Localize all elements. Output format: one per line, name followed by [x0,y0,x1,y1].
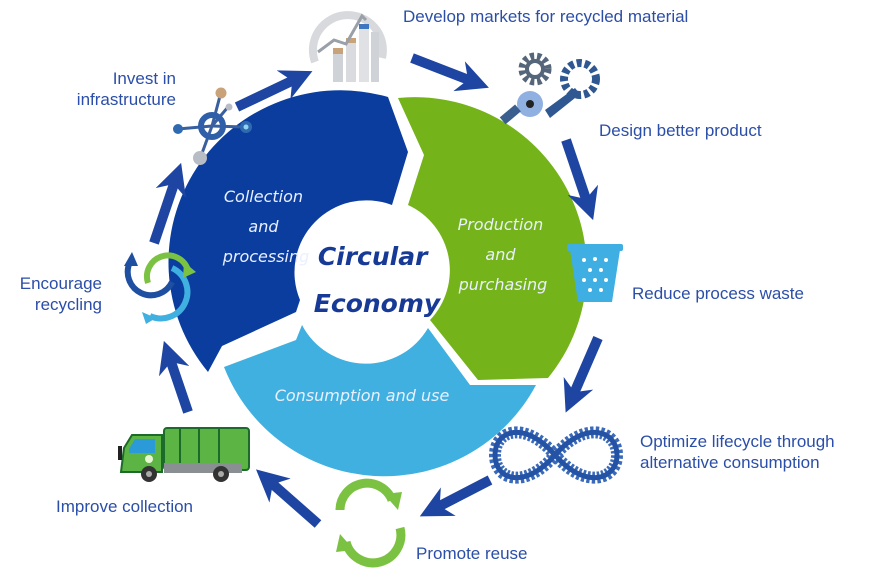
wastebasket-icon [567,244,623,302]
arrow-design-to-reduce [561,138,599,221]
step-label-improve-collection: Improve collection [56,497,194,516]
step-label-encourage-recycling: Encourage recycling [6,273,102,315]
step-label-invest-line-2: infrastructure [76,90,176,109]
recycle-arrows-icon [124,252,196,324]
center-title: Circular Economy [314,242,442,318]
step-label-encourage-line-2: recycling [34,295,102,314]
step-label-optimize-line-2: alternative consumption [640,453,820,472]
arrow-infra-to-markets [234,70,313,112]
step-label-optimize-lifecycle: Optimize lifecycle through alternative c… [640,431,835,473]
step-label-invest-line-1: Invest in [112,69,176,88]
arrow-reduce-to-optimize [563,336,603,413]
step-label-develop-markets: Develop markets for recycled material [403,7,689,26]
step-label-optimize-line-1: Optimize lifecycle through [640,432,835,451]
arrow-reuse-to-collection [255,469,322,528]
arrow-optimize-to-reuse [419,475,493,517]
segment-collection [168,90,408,373]
step-label-invest-infrastructure: Invest in infrastructure [56,68,176,110]
arrow-recycling-to-infra [149,162,187,245]
center-hub [299,202,439,342]
segment-production-label: Production and purchasing [458,215,549,294]
segment-consumption-label: Consumption and use [275,386,450,405]
segment-collection-label: Collection and processing [222,187,310,266]
garbage-truck-icon [118,427,250,482]
step-label-design-better-product: Design better product [599,121,762,140]
step-label-promote-reuse: Promote reuse [416,544,528,563]
step-label-reduce-process-waste: Reduce process waste [632,284,804,303]
infinity-icon [488,426,624,484]
network-hub-icon [173,87,252,165]
arrow-markets-to-design [410,53,489,92]
step-label-encourage-line-1: Encourage [19,274,102,293]
bar-chart-growth-icon [308,11,387,82]
arrow-collection-to-recycling [158,340,193,414]
gears-icon [499,52,600,125]
reuse-cycle-icon [335,478,406,568]
segment-consumption [224,325,536,477]
segment-production [398,97,587,380]
